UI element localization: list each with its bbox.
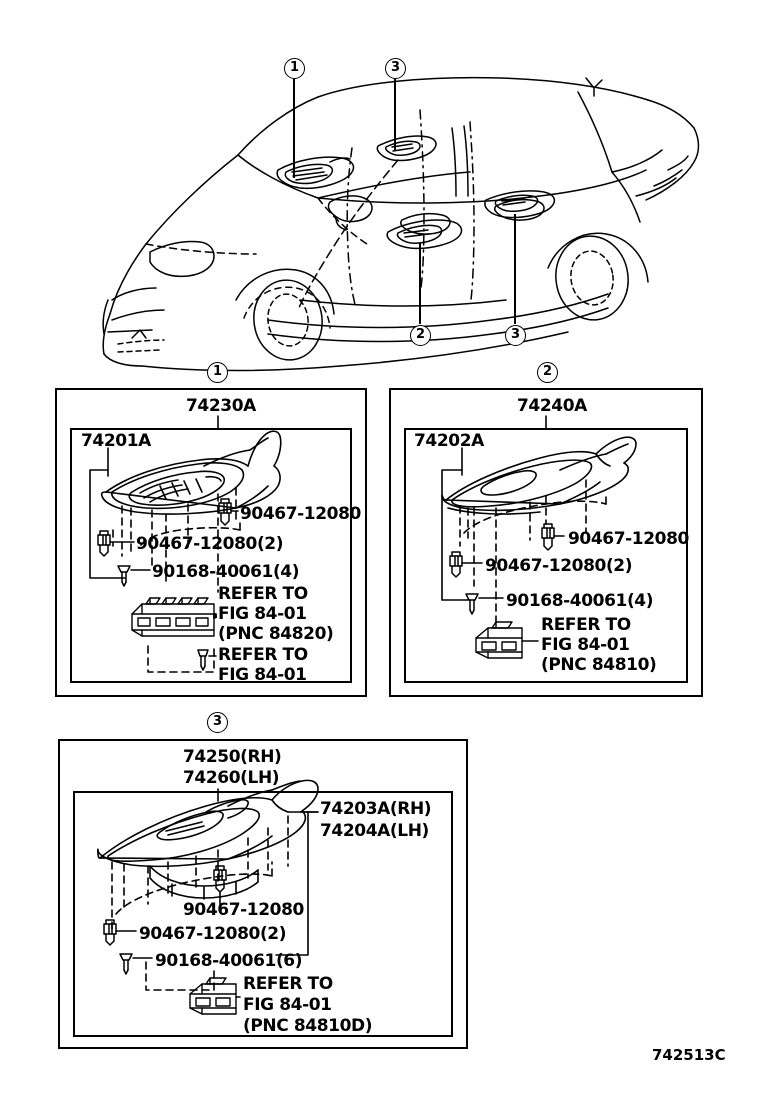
panel-1-part-label: 74201A [81, 431, 151, 451]
vehicle-callout-3-top: 3 [385, 58, 406, 79]
panel-1-refer-screw-line1: REFER TO [218, 645, 308, 665]
panel-3-title-line1: 74250(RH) [183, 747, 282, 767]
panel-2-part-label: 74202A [414, 431, 484, 451]
vehicle-callout-2: 2 [410, 325, 431, 346]
panel-3-part-label-line1: 74203A(RH) [320, 799, 432, 819]
figure-code: 742513C [652, 1046, 726, 1064]
panel-3-clip-double-label: 90467-12080(2) [139, 924, 287, 944]
panel-1-clip-double-label: 90467-12080(2) [136, 534, 284, 554]
panel-3-outer-frame [58, 739, 468, 1049]
panel-3-screw-label: 90168-40061(6) [155, 951, 303, 971]
panel-3-title-line2: 74260(LH) [183, 768, 280, 788]
panel-1-screw-label: 90168-40061(4) [152, 562, 300, 582]
panel-2-refer-line2: FIG 84-01 [541, 635, 630, 655]
panel-1-outer-frame [55, 388, 367, 697]
panel-2-marker: 2 [537, 362, 558, 383]
panel-2-refer-line3: (PNC 84810) [541, 655, 657, 675]
vehicle-callout-1: 1 [284, 58, 305, 79]
panel-3-refer-line3: (PNC 84810D) [243, 1016, 373, 1036]
panel-3-marker: 3 [207, 712, 228, 733]
panel-2-inner-frame [404, 428, 688, 683]
panel-3-refer-line2: FIG 84-01 [243, 995, 332, 1015]
panel-1-clip-single-label: 90467-12080 [240, 504, 361, 524]
panel-1-refer-switch-line3: (PNC 84820) [218, 624, 334, 644]
panel-2-title: 74240A [517, 396, 587, 416]
vehicle-callout-3-bottom: 3 [505, 325, 526, 346]
panel-1-title: 74230A [186, 396, 256, 416]
panel-1-refer-switch-line2: FIG 84-01 [218, 604, 307, 624]
panel-2-screw-label: 90168-40061(4) [506, 591, 654, 611]
panel-2-outer-frame [389, 388, 703, 697]
panel-3-refer-line1: REFER TO [243, 974, 333, 994]
panel-1-marker: 1 [207, 362, 228, 383]
panel-2-clip-double-label: 90467-12080(2) [485, 556, 633, 576]
panel-2-clip-single-label: 90467-12080 [568, 529, 689, 549]
panel-3-clip-single-label: 90467-12080 [183, 900, 304, 920]
panel-1-refer-screw-line2: FIG 84-01 [218, 665, 307, 685]
panel-1-inner-frame [70, 428, 352, 683]
panel-3-part-label-line2: 74204A(LH) [320, 821, 429, 841]
panel-1-refer-switch-line1: REFER TO [218, 584, 308, 604]
panel-2-refer-line1: REFER TO [541, 615, 631, 635]
